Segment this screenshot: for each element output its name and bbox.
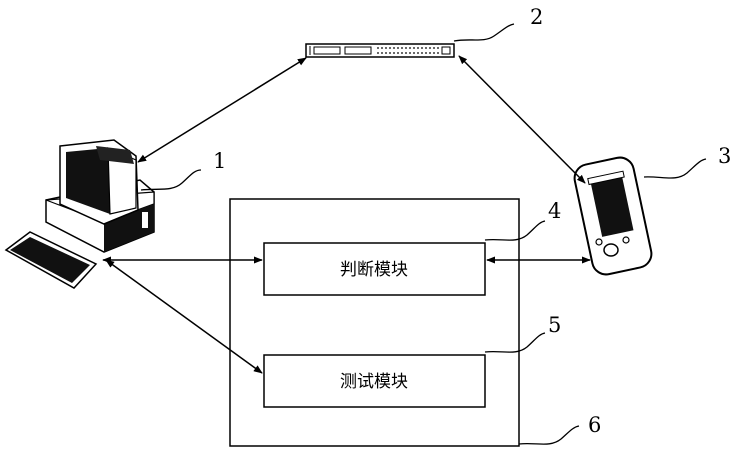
ref-number-3: 3 bbox=[718, 144, 731, 168]
test-module-box: 测试模块 bbox=[264, 355, 485, 407]
system-box bbox=[230, 199, 519, 446]
ref-number-2: 2 bbox=[530, 5, 543, 29]
ref-number-6: 6 bbox=[588, 413, 601, 437]
ref-number-5: 5 bbox=[548, 313, 561, 337]
leader-line-2 bbox=[454, 24, 514, 41]
judge-module-box: 判断模块 bbox=[264, 243, 485, 295]
server-icon bbox=[306, 44, 454, 57]
ref-number-1: 1 bbox=[213, 149, 226, 173]
test-module-label: 测试模块 bbox=[340, 372, 408, 392]
computer-icon bbox=[6, 140, 154, 288]
leader-line-3 bbox=[644, 159, 706, 178]
arrow-server-handheld bbox=[459, 56, 585, 183]
leader-line-6 bbox=[519, 426, 579, 444]
leader-line-4 bbox=[485, 221, 545, 240]
arrow-computer-test bbox=[106, 260, 262, 373]
leader-line-5 bbox=[485, 333, 545, 352]
arrow-computer-server bbox=[138, 58, 306, 162]
handheld-device-icon bbox=[572, 155, 654, 277]
judge-module-label: 判断模块 bbox=[340, 260, 408, 280]
leader-line-1 bbox=[141, 170, 201, 190]
ref-number-4: 4 bbox=[548, 199, 561, 223]
